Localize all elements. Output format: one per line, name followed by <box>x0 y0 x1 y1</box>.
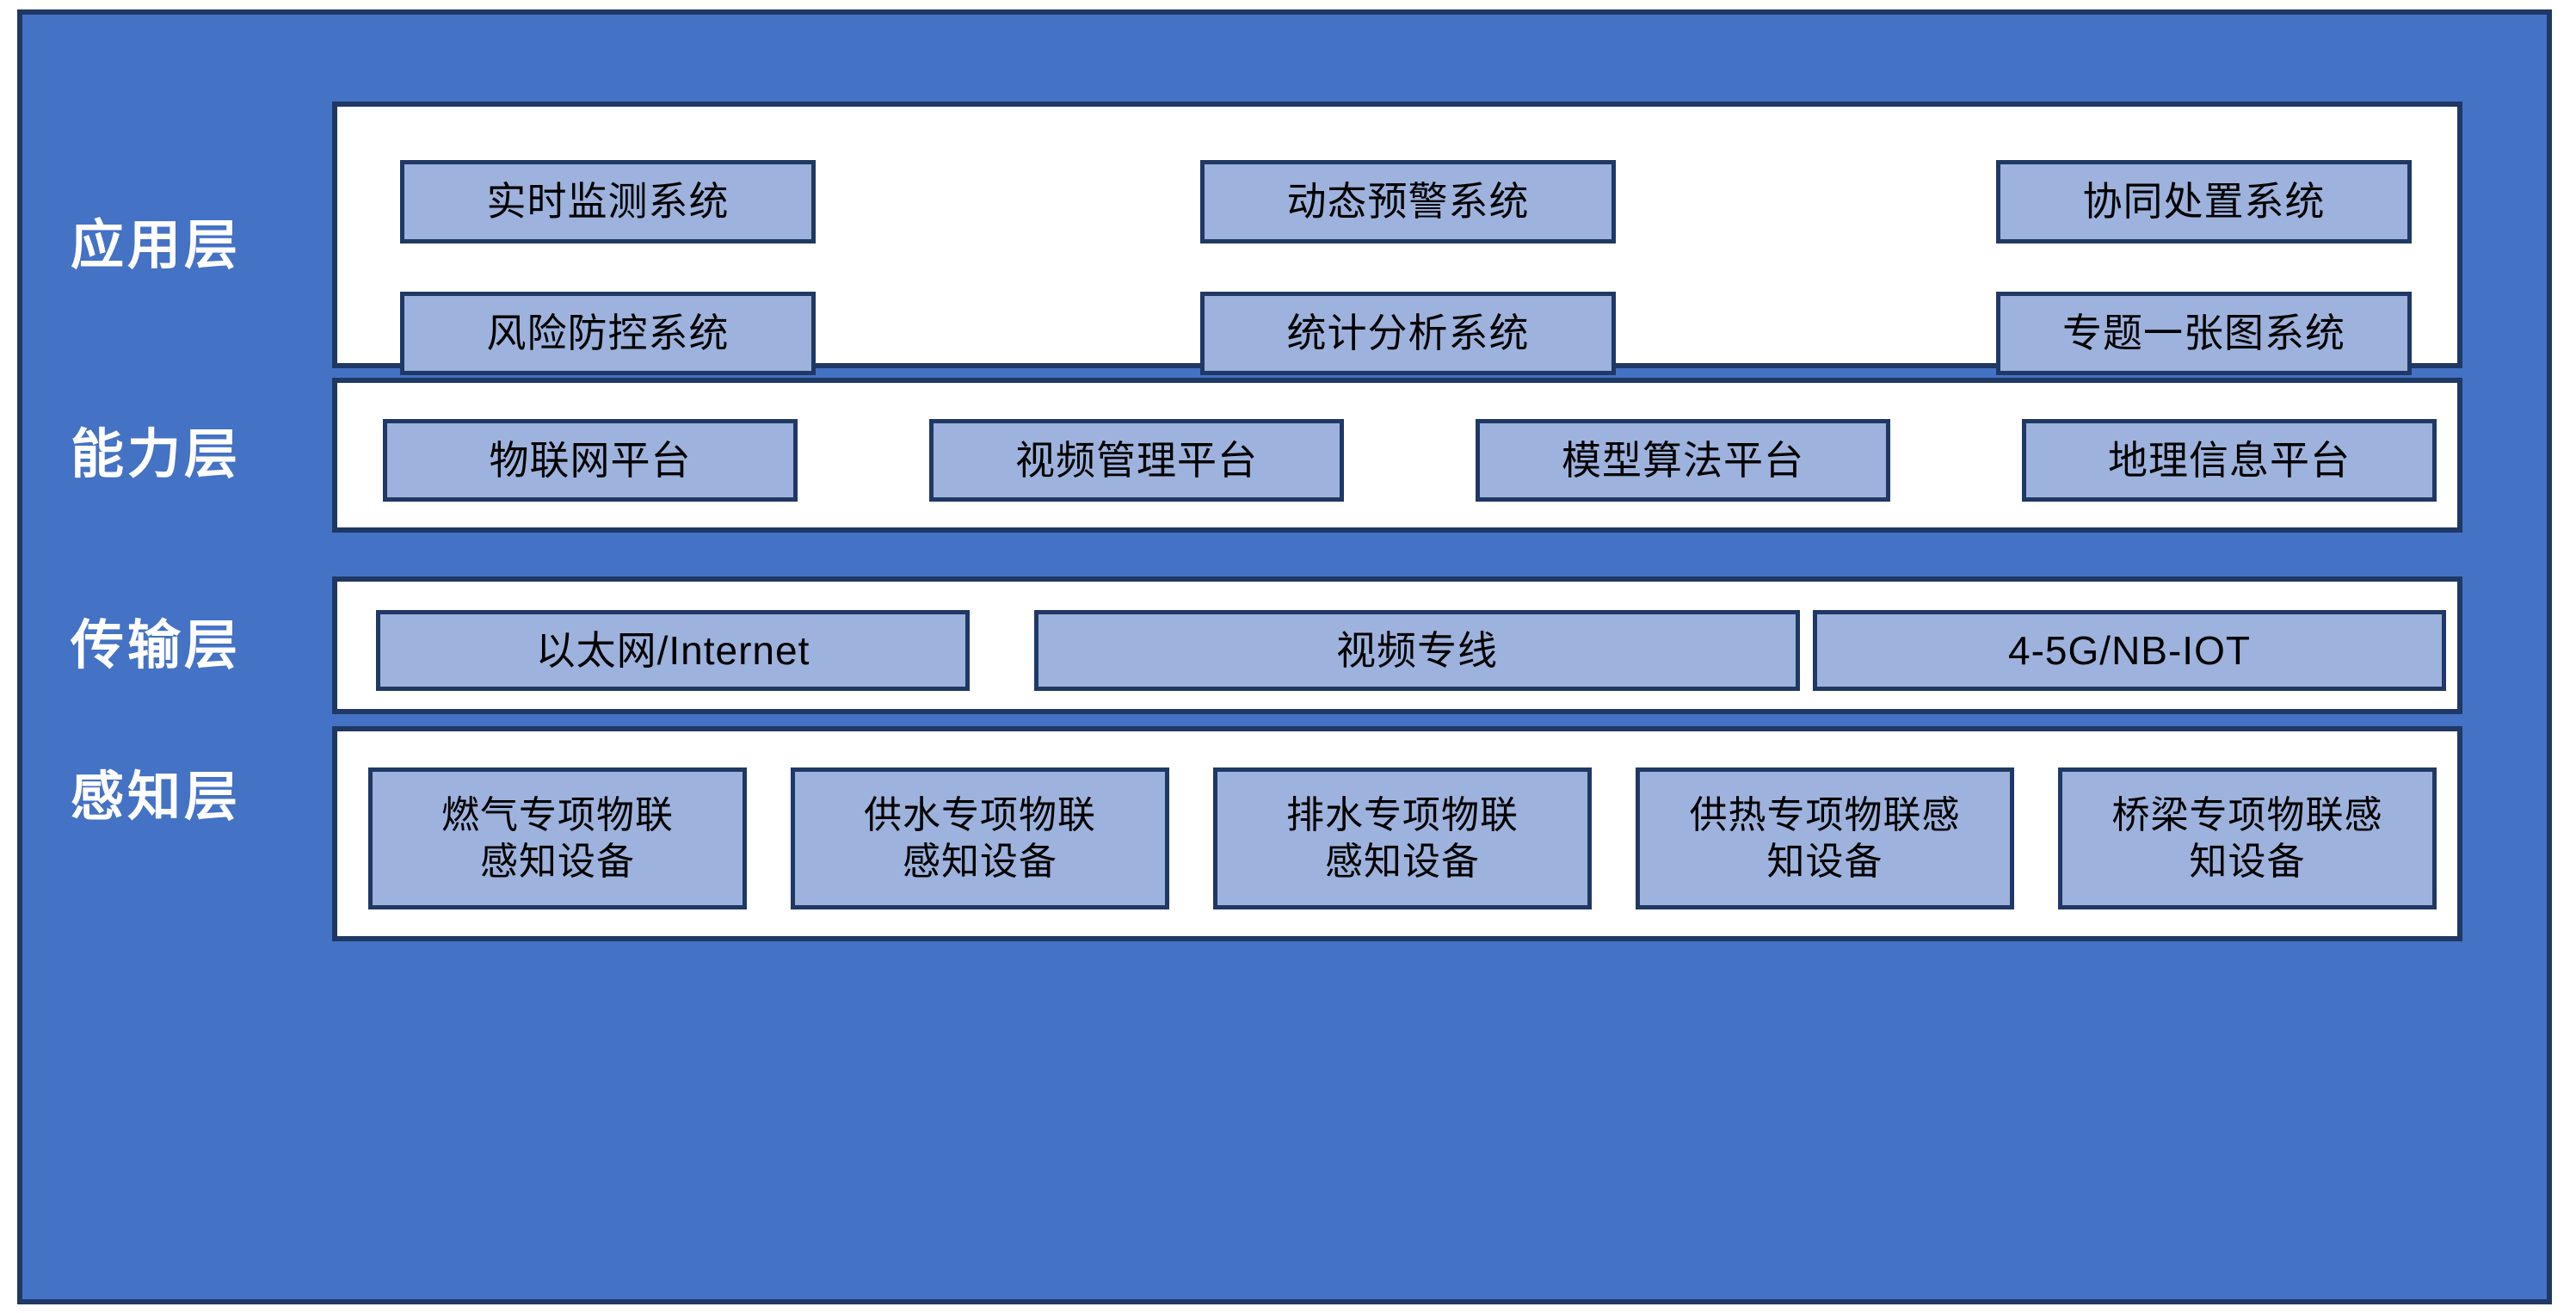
node-dynamic-warning-system[interactable]: 动态预警系统 <box>1200 160 1616 243</box>
layer-panel-transmission: 以太网/Internet 视频专线 4-5G/NB-IOT <box>332 576 2462 714</box>
node-drainage-iot-sensing-devices[interactable]: 排水专项物联 感知设备 <box>1213 767 1592 909</box>
node-model-algorithm-platform[interactable]: 模型算法平台 <box>1476 419 1890 502</box>
outer-frame: 应用层 实时监测系统 动态预警系统 协同处置系统 风险防控系统 统计分析系统 专… <box>17 9 2552 1304</box>
node-mobile-nbiot[interactable]: 4-5G/NB-IOT <box>1813 610 2446 691</box>
node-bridge-iot-sensing-devices[interactable]: 桥梁专项物联感 知设备 <box>2058 767 2437 909</box>
node-collaborative-disposal-system[interactable]: 协同处置系统 <box>1996 160 2412 243</box>
node-heating-iot-sensing-devices[interactable]: 供热专项物联感 知设备 <box>1636 767 2014 909</box>
layer-label-application: 应用层 <box>70 216 242 275</box>
node-thematic-one-map-system[interactable]: 专题一张图系统 <box>1996 292 2412 375</box>
node-ethernet-internet[interactable]: 以太网/Internet <box>376 610 970 691</box>
layer-panel-capability: 物联网平台 视频管理平台 模型算法平台 地理信息平台 <box>332 378 2462 533</box>
layer-label-capability: 能力层 <box>70 425 242 484</box>
node-realtime-monitoring-system[interactable]: 实时监测系统 <box>400 160 816 243</box>
layer-panel-perception: 燃气专项物联 感知设备 供水专项物联 感知设备 排水专项物联 感知设备 供热专项… <box>332 726 2462 941</box>
layer-label-perception: 感知层 <box>70 767 242 827</box>
node-video-dedicated-line[interactable]: 视频专线 <box>1034 610 1800 691</box>
node-gis-platform[interactable]: 地理信息平台 <box>2022 419 2437 502</box>
node-gas-iot-sensing-devices[interactable]: 燃气专项物联 感知设备 <box>368 767 747 909</box>
layer-panel-application: 实时监测系统 动态预警系统 协同处置系统 风险防控系统 统计分析系统 专题一张图… <box>332 102 2462 375</box>
node-risk-prevention-system[interactable]: 风险防控系统 <box>400 292 816 375</box>
layer-label-transmission: 传输层 <box>70 616 242 675</box>
node-video-management-platform[interactable]: 视频管理平台 <box>929 419 1344 502</box>
node-water-supply-iot-sensing-devices[interactable]: 供水专项物联 感知设备 <box>791 767 1169 909</box>
node-statistical-analysis-system[interactable]: 统计分析系统 <box>1200 292 1616 375</box>
node-iot-platform[interactable]: 物联网平台 <box>383 419 798 502</box>
